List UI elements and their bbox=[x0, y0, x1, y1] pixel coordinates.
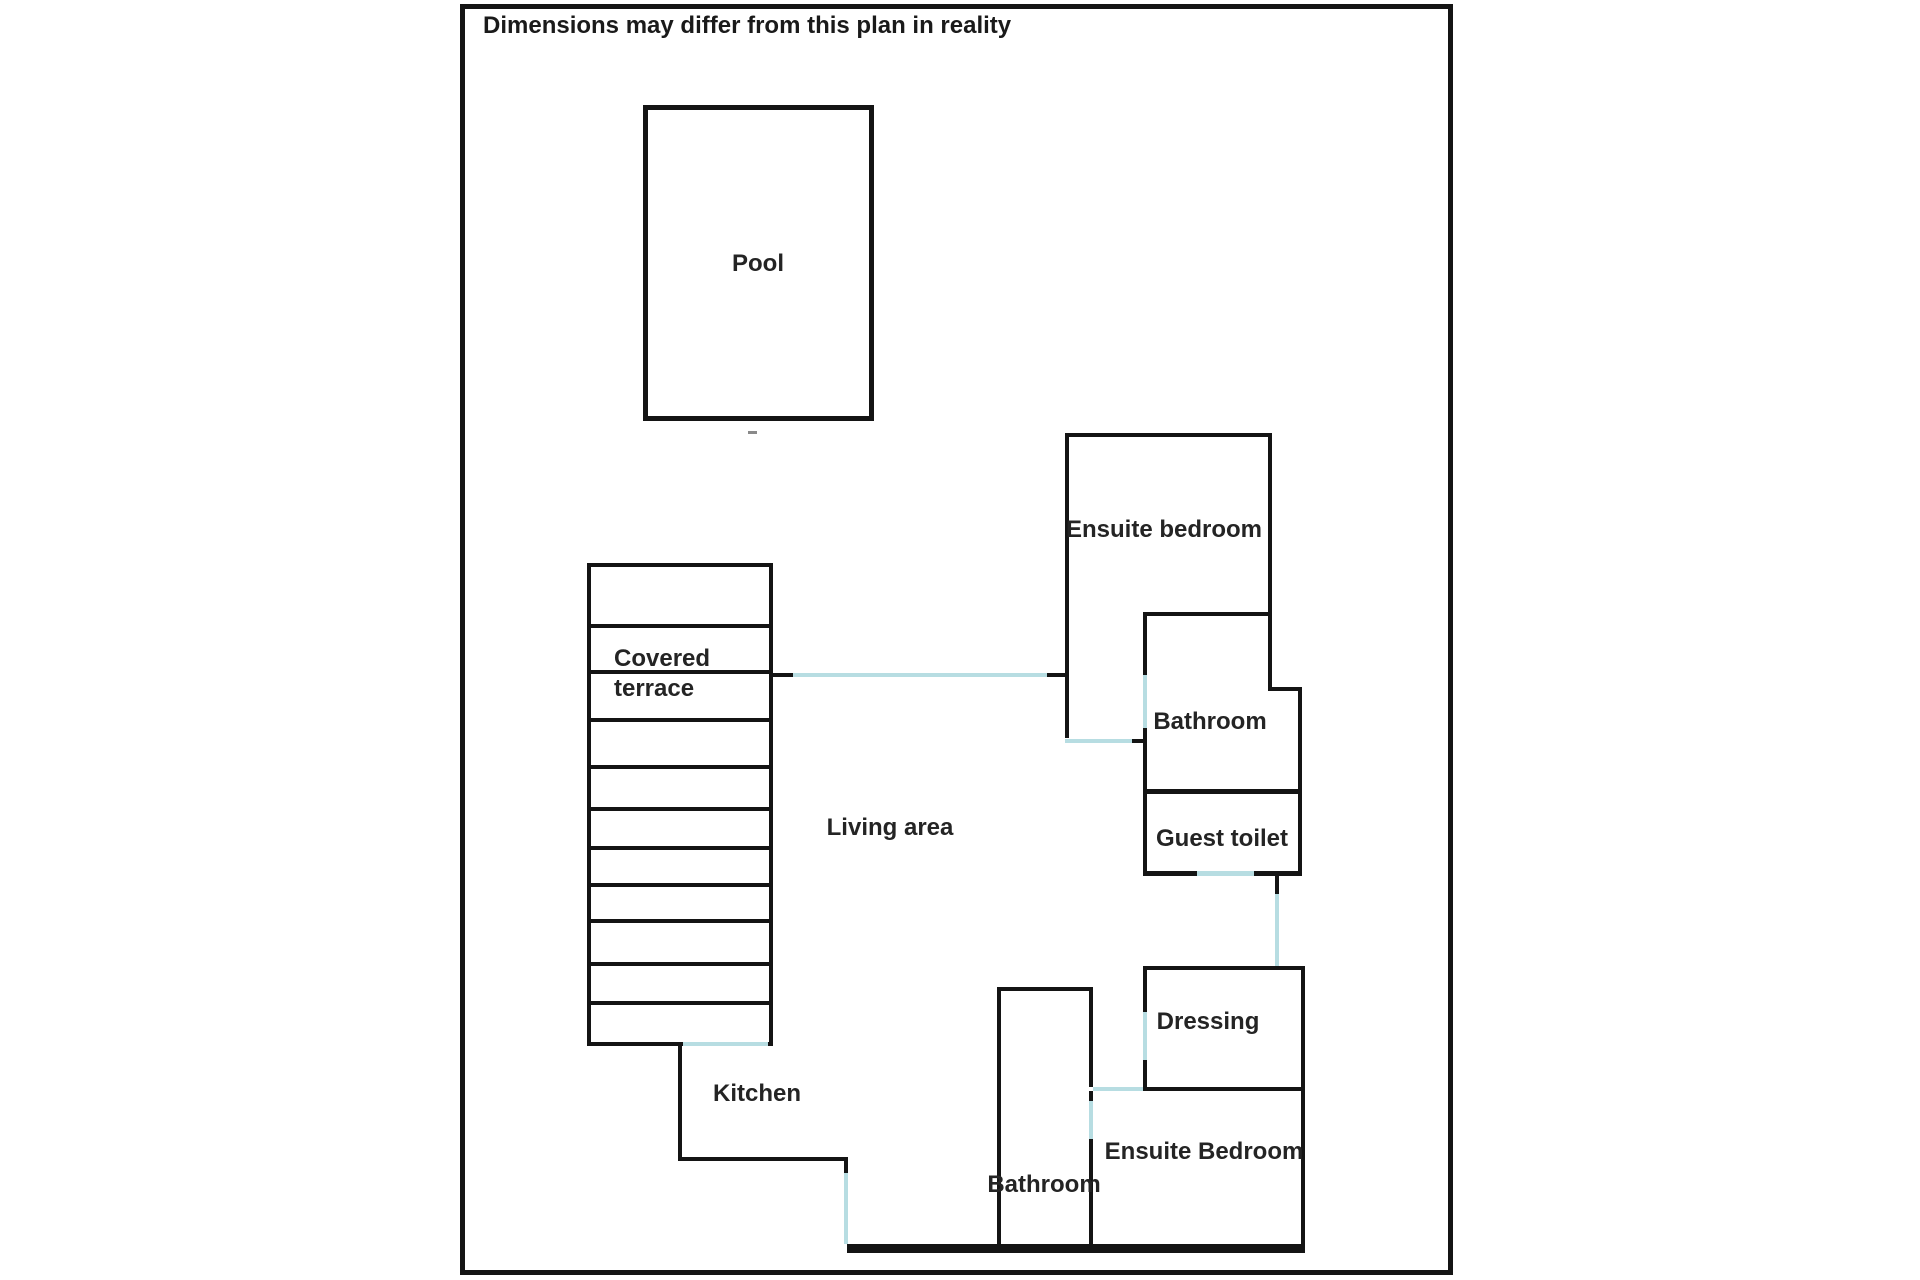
terrace-slat bbox=[587, 919, 773, 923]
guest-toilet-bottom-wall bbox=[1143, 871, 1197, 876]
guest-toilet-bottom-wall bbox=[1254, 871, 1302, 876]
bathroom-bottom-wall-top bbox=[997, 987, 1093, 991]
bathroom-top-wall-left bbox=[1143, 728, 1147, 875]
bathroom-bottom-wall-right bbox=[1089, 987, 1093, 1087]
corridor-opening bbox=[1065, 739, 1132, 743]
terrace-bedroom-opening bbox=[793, 673, 1047, 677]
corridor-wall-stub bbox=[1132, 739, 1143, 743]
covered-terrace-label: Covered terrace bbox=[614, 644, 710, 704]
ensuite-bedroom-bottom-label: Ensuite Bedroom bbox=[1104, 1138, 1304, 1165]
south-exterior-wall bbox=[847, 1244, 1305, 1253]
terrace-wall-left bbox=[587, 563, 591, 1046]
dressing-wall-left bbox=[1143, 1060, 1147, 1091]
disclaimer-text: Dimensions may differ from this plan in … bbox=[483, 12, 1012, 39]
bathroom-bottom-wall-right bbox=[1089, 1139, 1093, 1252]
kitchen-wall-bottom bbox=[678, 1157, 848, 1161]
kitchen-wall-left bbox=[678, 1046, 682, 1161]
bathroom-top-wall-right-outer bbox=[1298, 687, 1302, 875]
terrace-door-opening bbox=[683, 1042, 768, 1046]
kitchen-label: Kitchen bbox=[712, 1080, 802, 1107]
ensuite-bedroom-top-label: Ensuite bedroom bbox=[1065, 516, 1263, 543]
dressing-wall-left bbox=[1143, 966, 1147, 1012]
bathroom-bottom-wall-left bbox=[997, 987, 1001, 1252]
terrace-slat bbox=[587, 765, 773, 769]
terrace-wall-right bbox=[769, 563, 773, 1046]
connector-wall-stub bbox=[769, 673, 793, 677]
guest-toilet-door-opening bbox=[1197, 871, 1254, 876]
bathroom-notch-wall bbox=[1268, 687, 1302, 691]
toilet-dressing-opening bbox=[1275, 894, 1279, 966]
pool-tick-mark bbox=[748, 431, 757, 434]
kitchen-wall-stub bbox=[844, 1157, 848, 1173]
connector-wall-stub bbox=[1275, 876, 1279, 894]
terrace-slat bbox=[587, 883, 773, 887]
bathroom-top-door-opening bbox=[1143, 675, 1147, 728]
living-area-label: Living area bbox=[826, 814, 954, 841]
bedroom-entry-opening bbox=[1093, 1087, 1143, 1091]
plan-border bbox=[460, 4, 1453, 1275]
terrace-slat bbox=[587, 718, 773, 722]
terrace-slat bbox=[587, 1001, 773, 1005]
pool-label: Pool bbox=[732, 250, 784, 277]
ensuite-top-wall-left bbox=[1065, 433, 1069, 738]
bathroom-top-wall-left bbox=[1143, 612, 1147, 675]
bathroom-bottom-wall-right bbox=[1089, 1091, 1093, 1101]
ensuite-top-wall-top bbox=[1065, 433, 1272, 437]
bathroom-guest-toilet-divider bbox=[1143, 789, 1302, 794]
bathroom-top-wall-right bbox=[1268, 612, 1272, 691]
pool-outline bbox=[643, 105, 874, 421]
terrace-slat bbox=[587, 846, 773, 850]
dressing-wall-top bbox=[1143, 966, 1305, 970]
connector-wall-stub bbox=[1047, 673, 1067, 677]
terrace-wall-bottom bbox=[587, 1042, 773, 1046]
east-wall bbox=[1301, 966, 1305, 1252]
covered-terrace-label-line2: terrace bbox=[614, 675, 695, 702]
terrace-slat bbox=[587, 624, 773, 628]
ensuite-top-wall-right bbox=[1268, 433, 1272, 616]
dressing-door-opening bbox=[1143, 1012, 1147, 1060]
terrace-slat bbox=[587, 563, 773, 567]
dressing-label: Dressing bbox=[1156, 1008, 1260, 1035]
bathroom-top-wall-top bbox=[1143, 612, 1272, 616]
terrace-slat bbox=[587, 670, 773, 674]
covered-terrace-label-line1: Covered bbox=[614, 645, 711, 672]
bathroom-bottom-door-opening bbox=[1089, 1101, 1093, 1139]
bathroom-top-label: Bathroom bbox=[1153, 708, 1267, 735]
entrance-door-opening bbox=[844, 1173, 848, 1244]
dressing-wall-bottom bbox=[1143, 1087, 1305, 1091]
terrace-slat bbox=[587, 807, 773, 811]
guest-toilet-label: Guest toilet bbox=[1155, 825, 1289, 852]
terrace-slat bbox=[587, 962, 773, 966]
bathroom-bottom-label: Bathroom bbox=[987, 1171, 1101, 1198]
